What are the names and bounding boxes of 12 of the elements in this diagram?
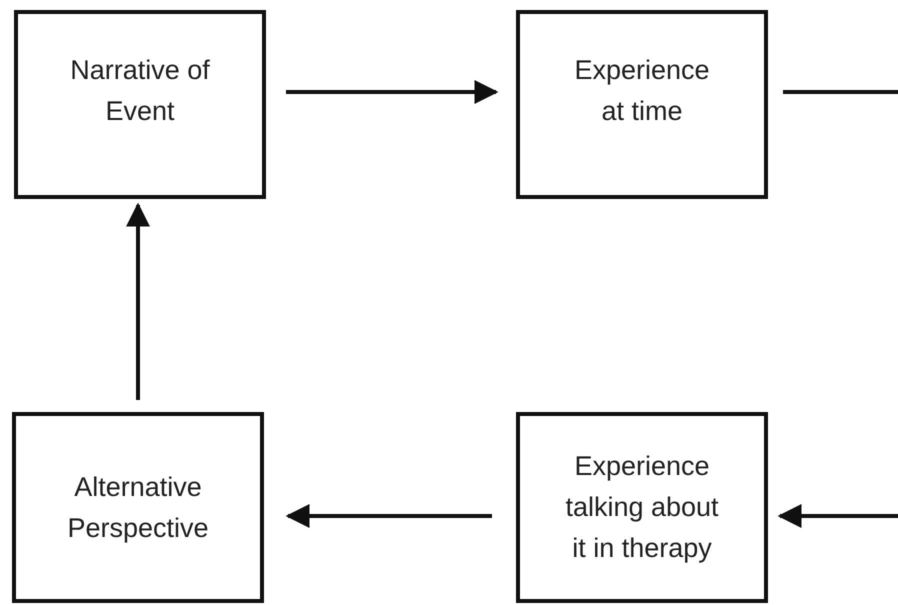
process-box	[516, 10, 768, 199]
process-box	[516, 412, 768, 603]
process-box	[12, 412, 264, 603]
process-box	[14, 10, 266, 199]
arrow	[778, 504, 898, 528]
box-label: Narrative of Event	[69, 54, 211, 128]
box-label: Experience talking about it in therapy	[564, 450, 720, 565]
arrow	[286, 80, 498, 104]
arrow	[126, 202, 150, 400]
box-label: Alternative Perspective	[66, 470, 210, 545]
box-label: Experience at time	[573, 54, 711, 128]
arrow	[286, 504, 492, 528]
